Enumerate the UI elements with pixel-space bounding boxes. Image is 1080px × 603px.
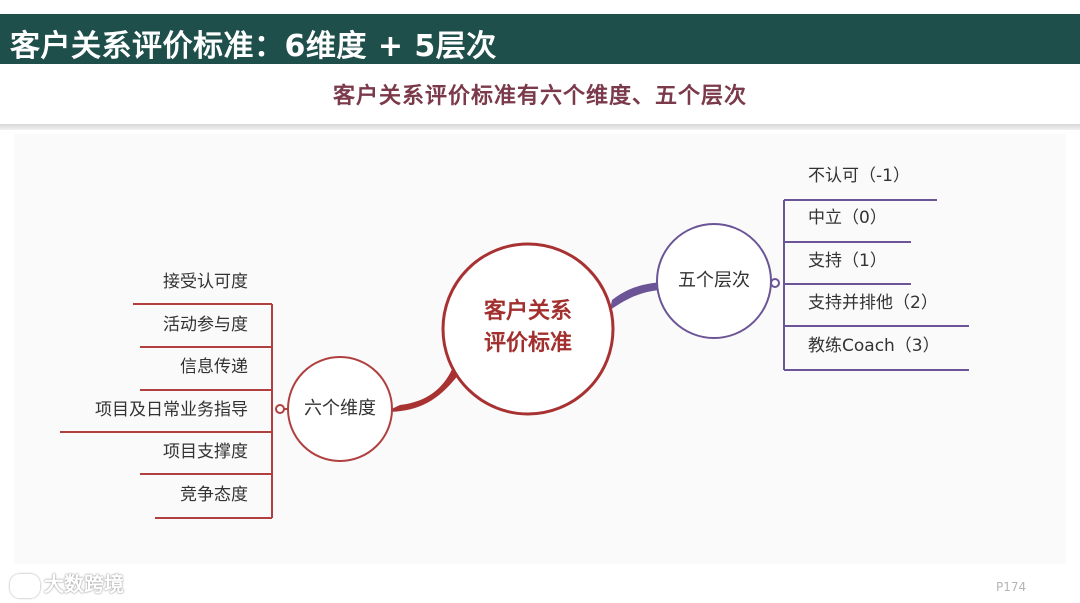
dimension-item: 活动参与度 — [163, 315, 248, 335]
title-bar: 客户关系评价标准：6维度 + 5层次 — [0, 14, 1080, 64]
level-item: 教练Coach（3） — [808, 336, 940, 356]
level-item: 中立（0） — [808, 208, 887, 228]
right-branch-connector — [610, 282, 665, 310]
levels-tree — [770, 199, 969, 371]
level-item: 支持（1） — [808, 251, 887, 271]
level-item: 不认可（-1） — [808, 166, 910, 186]
center-node-line2: 评价标准 — [483, 331, 572, 356]
dimension-item: 信息传递 — [180, 357, 248, 377]
watermark-text: 大数跨境 — [44, 572, 124, 596]
dimension-item: 竞争态度 — [180, 485, 248, 505]
header-divider — [0, 124, 1080, 130]
watermark-logo-icon — [10, 573, 40, 598]
page-title: 客户关系评价标准：6维度 + 5层次 — [10, 29, 497, 64]
dimensions-tree — [60, 303, 288, 519]
dimension-item: 项目支撑度 — [163, 442, 248, 462]
dimension-item: 接受认可度 — [163, 272, 248, 292]
page-number: P174 — [996, 580, 1027, 594]
center-node-label: 客户关系 评价标准 — [468, 296, 588, 360]
center-node-line1: 客户关系 — [483, 299, 572, 324]
level-item: 支持并排他（2） — [808, 293, 938, 313]
subtitle: 客户关系评价标准有六个维度、五个层次 — [332, 84, 747, 109]
right-node-label: 五个层次 — [678, 270, 750, 291]
center-node-circle — [441, 242, 615, 416]
left-branch-connector — [385, 362, 462, 412]
left-node-label: 六个维度 — [304, 398, 376, 419]
watermark: 大数跨境 — [10, 568, 124, 598]
dimension-item: 项目及日常业务指导 — [95, 400, 248, 420]
